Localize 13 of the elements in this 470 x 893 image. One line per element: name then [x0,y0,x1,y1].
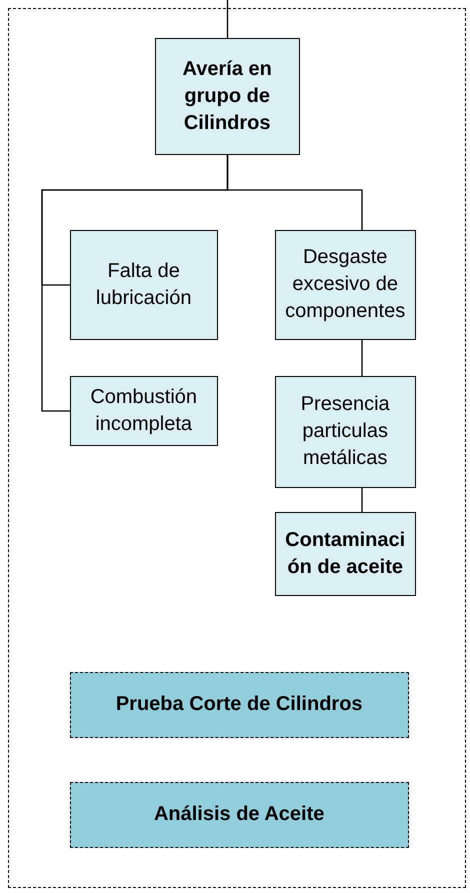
cause-box: Falta de lubricación [70,230,218,340]
connector-line [361,340,363,376]
cause-box: Contaminación de aceite [274,512,416,596]
test-box: Análisis de Aceite [70,782,409,848]
cause-box: Avería en grupo de Cilindros [154,38,300,155]
connector-line [361,488,363,512]
cause-box: Combustión incompleta [70,376,218,446]
test-box: Prueba Corte de Cilindros [70,672,409,738]
dashed-frame [8,8,466,888]
cause-box: Presencia particulas metálicas [274,376,416,488]
connector-line [226,155,363,230]
cause-box: Desgaste excesivo de componentes [274,230,416,340]
connector-line [226,0,228,38]
